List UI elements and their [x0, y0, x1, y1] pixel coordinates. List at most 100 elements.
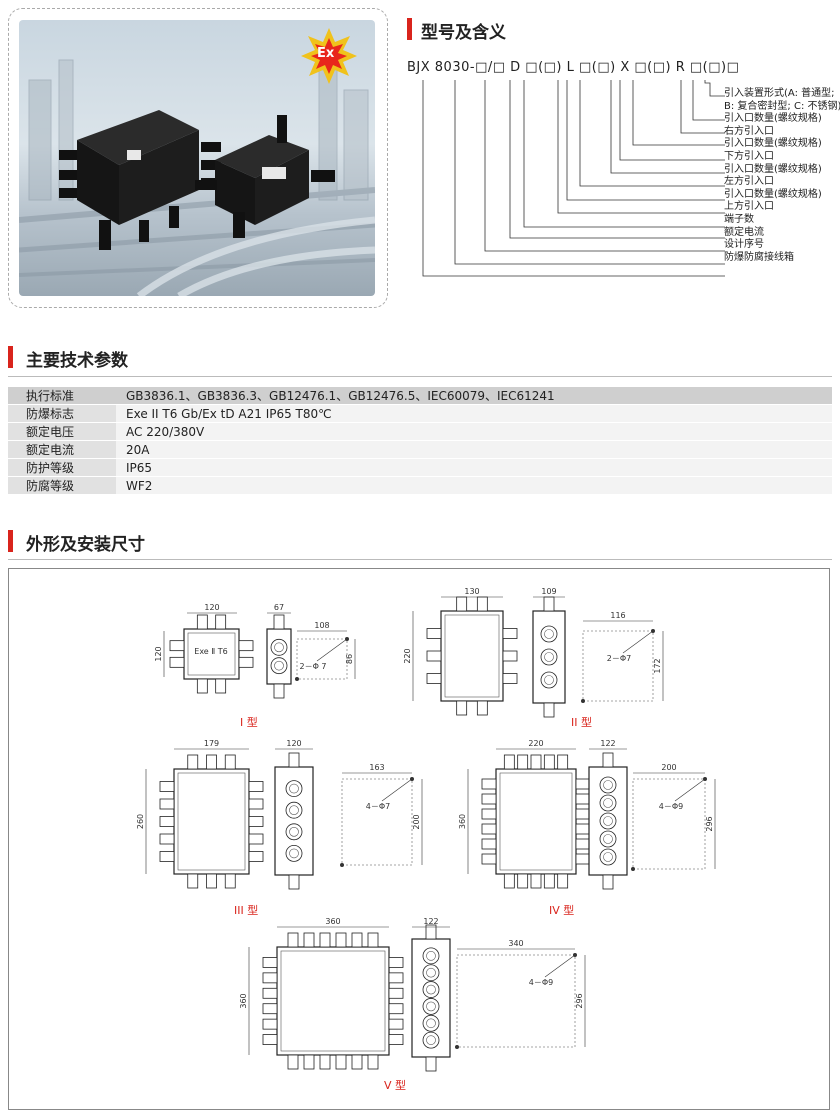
cable-gland: [476, 596, 488, 612]
cable-entry-circle: [599, 776, 617, 794]
cable-gland: [557, 754, 569, 770]
figure-label-v: V 型: [384, 1079, 407, 1092]
legend-line: 上方引入口: [724, 201, 774, 213]
cable-gland: [543, 873, 555, 889]
legend-line: 右方引入口: [724, 125, 774, 137]
cable-entry-circle: [270, 638, 288, 656]
cable-gland: [303, 932, 315, 948]
legend-line: 额定电流: [724, 226, 764, 238]
ex-badge-icon: [301, 28, 357, 84]
cable-entry-inner: [426, 967, 436, 978]
table-row: 额定电流 20A: [8, 440, 832, 459]
cable-entry-inner: [274, 660, 284, 671]
mounting-holes-text: 4－Φ7: [366, 802, 390, 811]
cable-gland: [319, 932, 331, 948]
model-code: BJX 8030-□/□ D □(□) L □(□) X □(□) R □(□)…: [407, 60, 740, 75]
legend-line: B: 复合密封型; C: 不锈钢): [724, 100, 840, 112]
cable-entry-inner: [603, 798, 613, 808]
dimension-text: 86: [345, 654, 354, 664]
cable-entry-circle: [285, 780, 303, 798]
cable-gland: [502, 628, 518, 639]
cable-gland: [206, 873, 217, 889]
spec-key: 额定电压: [8, 422, 116, 441]
dimension-text: 120: [204, 603, 219, 612]
enclosure-front-v: [276, 946, 390, 1056]
figure-label-iv: IV 型: [549, 904, 575, 917]
cable-gland: [224, 754, 236, 770]
cable-gland: [476, 700, 488, 716]
cable-entry-circle: [285, 844, 303, 862]
cable-gland: [481, 778, 497, 790]
cable-gland: [262, 1003, 278, 1015]
spec-key: 防护等级: [8, 458, 116, 477]
dimension-text: 220: [403, 648, 412, 663]
dimension-text: 122: [600, 739, 615, 748]
cable-gland: [426, 628, 442, 639]
cable-gland: [543, 754, 555, 770]
dimension-text: 108: [314, 621, 329, 630]
cable-gland: [557, 873, 569, 889]
cable-entry-inner: [603, 816, 613, 826]
dimension-text: 200: [412, 814, 421, 829]
dimensions-divider: [8, 559, 832, 560]
mounting-holes-text: 2－Φ 7: [299, 662, 326, 671]
cable-entry-inner: [426, 1035, 436, 1045]
legend-line: 引入口数量(螺纹规格): [724, 163, 822, 175]
cable-gland: [575, 778, 591, 790]
mounting-holes-text: 4－Φ9: [659, 802, 683, 811]
spec-value: GB3836.1、GB3836.3、GB12476.1、GB12476.5、IE…: [116, 387, 832, 405]
cable-gland: [388, 1018, 404, 1030]
table-row: 执行标准 GB3836.1、GB3836.3、GB12476.1、GB12476…: [8, 387, 832, 405]
cable-entry-inner: [289, 826, 299, 837]
specs-title: 主要技术参数: [26, 351, 128, 371]
cable-gland: [602, 752, 614, 768]
mounting-hole: [455, 1045, 459, 1049]
enclosure-front-i-lid: [187, 632, 236, 676]
cable-gland: [262, 987, 278, 999]
enclosure-side-i: [266, 628, 292, 685]
cable-gland: [517, 873, 529, 889]
enclosure-front-iv-lid: [499, 772, 573, 871]
cable-entry-inner: [289, 848, 299, 859]
dimension-text: 122: [423, 917, 438, 926]
dimension-text: 109: [541, 587, 556, 596]
cable-gland: [248, 798, 264, 810]
cable-entry-circle: [285, 801, 303, 819]
cable-gland: [456, 596, 468, 612]
cable-gland: [530, 754, 542, 770]
model-legend-connectors: [422, 80, 725, 277]
cable-gland: [238, 656, 254, 668]
cable-entry-inner: [289, 805, 299, 815]
cable-gland: [481, 853, 497, 865]
cable-gland: [273, 614, 285, 630]
cable-gland: [287, 1054, 299, 1070]
spec-table: 执行标准 GB3836.1、GB3836.3、GB12476.1、GB12476…: [8, 387, 832, 495]
cable-gland: [575, 823, 591, 835]
dimension-text: 179: [204, 739, 219, 748]
mounting-hole: [295, 677, 299, 681]
mounting-plate-i: [296, 638, 348, 680]
cable-entry-inner: [603, 852, 613, 862]
mounting-plate-iv: [632, 778, 706, 870]
dimension-text: 120: [154, 646, 163, 661]
spec-value: AC 220/380V: [116, 422, 832, 441]
cable-gland: [575, 793, 591, 805]
cable-entry-circle: [422, 947, 440, 965]
cable-entry-circle: [422, 1031, 440, 1049]
cable-gland: [388, 957, 404, 968]
mounting-hole: [340, 863, 344, 867]
cable-gland: [481, 808, 497, 820]
enclosure-front-ii: [440, 610, 504, 702]
cable-gland: [273, 683, 285, 699]
cable-gland: [215, 614, 227, 630]
cable-gland: [159, 798, 175, 810]
legend-line: 引入口数量(螺纹规格): [724, 113, 822, 125]
mounting-plate-iii: [341, 778, 413, 866]
cable-entry-circle: [270, 657, 288, 675]
cable-gland: [367, 932, 379, 948]
cable-gland: [303, 1054, 315, 1070]
legend-line: 防爆防腐接线箱: [724, 251, 794, 263]
cable-entry-inner: [544, 675, 554, 685]
